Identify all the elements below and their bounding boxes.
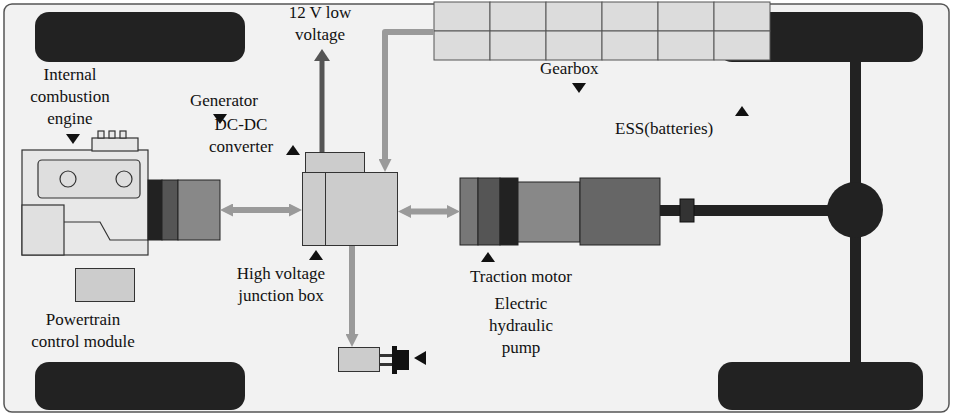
battery-pack: ESS(batteries) (434, 2, 770, 60)
power-flow-arrow (233, 207, 289, 213)
part-label: DC-DC converter (199, 114, 283, 158)
wheel (35, 12, 245, 62)
wheel (718, 362, 923, 410)
engine-drawing (22, 131, 148, 255)
junction-box: High voltage junction box (302, 172, 398, 246)
chassis-frame (4, 4, 949, 412)
generator-drawing (148, 180, 220, 240)
gearbox: Gearbox (520, 178, 660, 245)
shaft-coupling (680, 199, 694, 222)
pump-motor (380, 346, 409, 374)
traction-motor: Traction motor (460, 178, 520, 245)
power-flow-arrow (385, 32, 434, 159)
part-label: ESS(batteries) (615, 118, 713, 140)
part-label: Traction motor (470, 266, 572, 288)
motor-gearbox-drawing (460, 178, 660, 245)
part-label: High voltage junction box (229, 263, 333, 307)
differential (827, 182, 883, 238)
engine: Internal combustion engine (22, 148, 150, 256)
hydraulic-pump: Electric hydraulic pump (338, 347, 380, 372)
wheel (35, 362, 245, 410)
power-flow-arrow (411, 209, 447, 215)
voltage-label: 12 V low voltage (278, 2, 362, 46)
part-label: Electric hydraulic pump (479, 293, 563, 359)
generator: Generator (148, 180, 220, 240)
control-module: Powertrain control module (75, 268, 135, 302)
low-voltage-arrow (314, 49, 330, 152)
battery-pack (434, 2, 770, 60)
part-label: Powertrain control module (25, 309, 141, 353)
part-label: Gearbox (540, 58, 599, 80)
power-flow-arrow (349, 246, 355, 334)
pointer-triangles (66, 83, 749, 365)
part-label: Internal combustion engine (20, 64, 120, 130)
part-label: Generator (190, 90, 258, 112)
